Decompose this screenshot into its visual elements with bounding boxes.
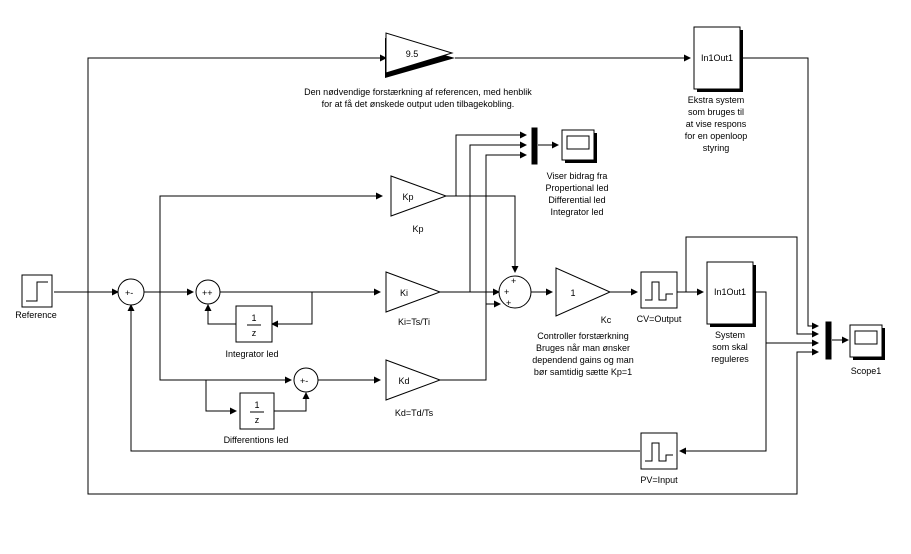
mux-bidrag[interactable]	[531, 127, 538, 165]
differentiator-delay-block[interactable]: 1 z Differentions led	[224, 392, 289, 445]
gain-kp-value: Kp	[402, 192, 413, 202]
int-delay-num: 1	[251, 313, 256, 323]
scope1-label: Scope1	[851, 366, 882, 376]
scope1-block[interactable]: Scope1	[849, 324, 885, 376]
openloop-note-line: Ekstra system	[688, 95, 745, 105]
kc-note-line: bør samtidig sætte Kp=1	[534, 367, 632, 377]
gain-ki-block[interactable]: Ki Ki=Ts/Ti	[385, 271, 442, 327]
plant-note-line: som skal	[712, 342, 748, 352]
gain-ki-label: Ki=Ts/Ti	[398, 317, 430, 327]
diff-delay-label: Differentions led	[224, 435, 289, 445]
scope-bidrag-block[interactable]	[561, 129, 597, 163]
sum-diff-signs: +-	[300, 376, 308, 386]
zoh-input-block[interactable]: PV=Input	[640, 432, 678, 485]
wire-ref-to-ff	[87, 54, 387, 292]
openloop-note-line: for en openloop	[685, 131, 748, 141]
integrator-delay-block[interactable]: 1 z Integrator led	[225, 305, 279, 359]
wire-kp-to-mux	[455, 131, 527, 196]
kc-note: Controller forstærkning Bruges når man ø…	[532, 331, 634, 377]
sum-differentiator-block[interactable]: +-	[293, 367, 319, 393]
sum-main-block[interactable]: +-	[117, 278, 145, 306]
sum-controller-sign-left: +	[504, 287, 509, 297]
wire-ki-to-mux	[469, 141, 527, 292]
ff-note-line: for at få det ønskede output uden tilbag…	[322, 99, 515, 109]
openloop-note-line: styring	[703, 143, 730, 153]
bidrag-note-line: Differential led	[548, 195, 605, 205]
system-openloop-ports: In1Out1	[701, 53, 733, 63]
gain-kd-label: Kd=Td/Ts	[395, 408, 434, 418]
wire-feedback-to-sum	[127, 304, 640, 452]
wire-kd-to-mux	[485, 151, 527, 304]
wire-kd-to-csum	[440, 300, 501, 381]
system-plant-ports: In1Out1	[714, 287, 746, 297]
wire-plant-to-scope1	[755, 291, 819, 347]
wire-ref-to-scope1	[87, 292, 819, 495]
gain-kd-block[interactable]: Kd Kd=Td/Ts	[385, 359, 442, 418]
kc-note-line: dependend gains og man	[532, 355, 634, 365]
gain-ff-block[interactable]: 9.5	[385, 32, 455, 78]
gain-kp-label: Kp	[412, 224, 423, 234]
gain-kd-value: Kd	[398, 376, 409, 386]
diff-delay-num: 1	[254, 400, 259, 410]
gain-kc-block[interactable]: 1 Kc	[555, 267, 612, 325]
int-delay-label: Integrator led	[225, 349, 278, 359]
ff-note: Den nødvendige forstærkning af reference…	[304, 87, 532, 109]
openloop-note-line: som bruges til	[688, 107, 744, 117]
wire-error-to-kp	[159, 192, 383, 292]
gain-kc-label: Kc	[601, 315, 612, 325]
bidrag-note-line: Viser bidrag fra	[547, 171, 608, 181]
gain-ki-value: Ki	[400, 288, 408, 298]
plant-note-line: System	[715, 330, 745, 340]
gain-kc-value: 1	[570, 288, 575, 298]
wire-cv-to-scope1	[685, 236, 819, 338]
kc-note-line: Controller forstærkning	[537, 331, 629, 341]
system-openloop-block[interactable]: In1Out1	[693, 26, 743, 92]
bidrag-note: Viser bidrag fra Propertional led Differ…	[545, 171, 608, 217]
reference-label: Reference	[15, 310, 57, 320]
system-plant-block[interactable]: In1Out1	[706, 261, 756, 327]
signal-lines	[54, 54, 849, 495]
sum-integrator-signs: ++	[202, 288, 213, 298]
plant-note: System som skal reguleres	[711, 330, 749, 364]
sum-controller-block[interactable]: + + +	[498, 275, 532, 309]
mux-scope1[interactable]	[825, 321, 832, 360]
bidrag-note-line: Propertional led	[545, 183, 608, 193]
ff-note-line: Den nødvendige forstærkning af reference…	[304, 87, 532, 97]
gain-ff-value: 9.5	[406, 49, 419, 59]
int-delay-den: z	[252, 328, 257, 338]
wire-to-int-delay	[271, 292, 313, 328]
bidrag-note-line: Integrator led	[550, 207, 603, 217]
sum-main-signs: +-	[125, 288, 133, 298]
wire-system-to-scope1	[741, 57, 819, 330]
reference-step-block[interactable]: Reference	[15, 274, 57, 320]
zoh-input-label: PV=Input	[640, 475, 678, 485]
wire-plant-to-pvzoh	[679, 343, 767, 455]
diff-delay-den: z	[255, 415, 260, 425]
wire-to-diff-delay	[205, 380, 237, 415]
wire-int-delay-to-isum	[204, 304, 236, 325]
wire-diff-delay-to-dsum	[272, 392, 310, 412]
sum-controller-sign-bottom: +	[506, 298, 511, 308]
zoh-output-block[interactable]: CV=Output	[637, 271, 682, 324]
wire-error-to-dsum	[159, 292, 292, 384]
wire-kp-to-csum	[446, 195, 519, 273]
sum-integrator-block[interactable]: ++	[195, 279, 221, 305]
zoh-output-label: CV=Output	[637, 314, 682, 324]
plant-note-line: reguleres	[711, 354, 749, 364]
sum-controller-sign-top: +	[511, 276, 516, 286]
gain-kp-block[interactable]: Kp Kp	[390, 175, 448, 234]
kc-note-line: Bruges når man ønsker	[536, 343, 630, 353]
openloop-note: Ekstra system som bruges til at vise res…	[685, 95, 748, 153]
openloop-note-line: at vise respons	[686, 119, 747, 129]
